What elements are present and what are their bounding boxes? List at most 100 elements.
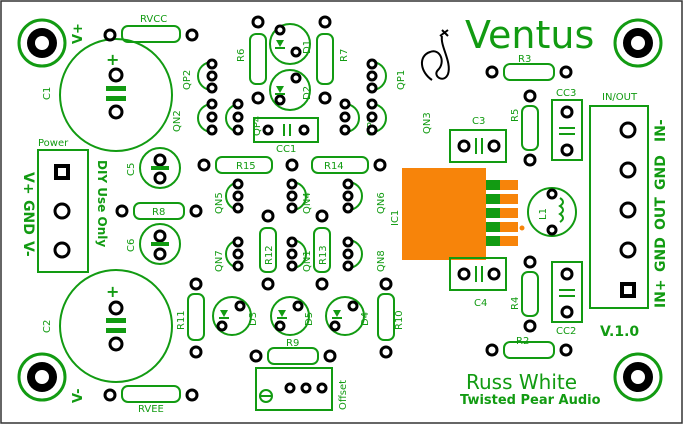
diode-d4: D4 (325, 296, 371, 336)
capacitor-c2: + C2 (42, 269, 173, 383)
company-name: Twisted Pear Audio (460, 393, 601, 408)
power-pin-gnd: GND (20, 200, 36, 235)
capacitor-cc2: CC2 (551, 261, 583, 337)
transistor-qp4: QP4 (225, 98, 263, 136)
svg-text:R7: R7 (339, 49, 350, 62)
svg-text:R4: R4 (510, 297, 521, 310)
capacitor-c6: C6 (126, 223, 181, 265)
board-version: V.1.0 (600, 324, 639, 340)
power-pin-vminus: V- (20, 241, 36, 257)
svg-text:QN4: QN4 (302, 192, 313, 214)
svg-text:R11: R11 (176, 310, 187, 330)
svg-text:QP2: QP2 (182, 70, 193, 90)
resistor-r10: R10 (377, 277, 405, 359)
svg-text:L1: L1 (538, 208, 549, 220)
svg-text:R15: R15 (236, 161, 256, 172)
svg-text:C1: C1 (42, 87, 53, 100)
svg-text:+: + (106, 282, 119, 301)
transistor-qn3: QN3 (366, 98, 433, 136)
svg-text:R3: R3 (518, 54, 531, 65)
svg-text:QN7: QN7 (214, 250, 225, 272)
capacitor-c4: C4 (449, 257, 507, 309)
author-name: Russ White (466, 370, 577, 394)
svg-text:C4: C4 (474, 298, 487, 309)
svg-text:QP4: QP4 (252, 116, 263, 136)
svg-text:Power: Power (38, 138, 69, 149)
capacitor-c5: C5 (126, 147, 181, 189)
diode-d1: D1 (269, 23, 313, 65)
transistor-qn4: QN4 (286, 178, 313, 214)
capacitor-cc1: CC1 (253, 117, 319, 155)
resistor-r6: R6 (236, 15, 267, 105)
transistor-qp2: QP2 (182, 58, 218, 94)
svg-text:QN6: QN6 (376, 192, 387, 214)
vminus-mark: V- (71, 388, 86, 403)
diode-d5: D5 (270, 296, 315, 336)
mounting-hole-bottom-right (613, 352, 663, 402)
inductor-l1: L1 (527, 187, 577, 237)
logo-icon (421, 29, 450, 81)
resistor-r15: R15 (197, 156, 273, 174)
svg-text:R12: R12 (264, 245, 275, 265)
io-pin-gnd-2: GND (653, 237, 669, 272)
diy-use-only: DIY Use Only (95, 160, 109, 247)
diode-d3: D3 (212, 296, 259, 336)
diode-d2: D2 (269, 69, 313, 111)
capacitor-c1: + C1 (42, 38, 173, 152)
board-title: Ventus (465, 13, 594, 57)
svg-text:R8: R8 (152, 207, 165, 218)
offset-trimmer: Offset (255, 367, 349, 411)
svg-text:QN3: QN3 (422, 112, 433, 134)
svg-text:D4: D4 (360, 312, 371, 326)
svg-text:QN1: QN1 (302, 250, 313, 272)
svg-text:RVEE: RVEE (138, 404, 164, 415)
svg-text:C5: C5 (126, 163, 137, 176)
svg-text:QN2: QN2 (172, 110, 183, 132)
transistor-qn5: QN5 (214, 178, 244, 214)
svg-text:QP1: QP1 (396, 70, 407, 90)
svg-text:CC1: CC1 (276, 144, 296, 155)
io-pin-in-plus: IN+ (653, 279, 669, 308)
power-pin-vplus: V+ (20, 172, 36, 195)
resistor-rvcc: RVCC (103, 14, 199, 43)
resistor-r2: R2 (485, 336, 573, 359)
ic1-chip: IC1 (390, 168, 525, 260)
resistor-r14: R14 (285, 156, 387, 174)
io-pin-out: OUT (653, 197, 669, 230)
svg-text:D5: D5 (304, 312, 315, 326)
io-connector: IN/OUT IN- GND OUT GND IN+ (589, 92, 669, 309)
svg-text:D3: D3 (248, 312, 259, 326)
resistor-r8: R8 (115, 202, 203, 220)
svg-text:C2: C2 (42, 320, 53, 333)
resistor-r9: R9 (249, 338, 337, 365)
resistor-r3: R3 (485, 54, 573, 81)
svg-text:CC3: CC3 (556, 88, 576, 99)
transistor-qn6: QN6 (342, 178, 387, 214)
mounting-hole-top-left (17, 18, 67, 68)
svg-text:CC2: CC2 (556, 326, 576, 337)
transistor-qn8: QN8 (342, 236, 387, 272)
svg-text:+: + (106, 50, 119, 69)
resistor-r4: R4 (510, 255, 539, 333)
svg-text:R5: R5 (510, 109, 521, 122)
vplus-mark: V+ (71, 23, 86, 44)
mounting-hole-top-right (613, 18, 663, 68)
resistor-r5: R5 (510, 89, 539, 167)
io-pin-in-minus: IN- (653, 119, 669, 142)
resistor-r13: R13 (313, 209, 331, 291)
svg-text:QN8: QN8 (376, 250, 387, 272)
svg-text:R14: R14 (324, 161, 344, 172)
resistor-r11: R11 (176, 277, 205, 359)
svg-text:R2: R2 (516, 336, 529, 347)
svg-text:Offset: Offset (338, 380, 349, 410)
capacitor-c3: C3 (449, 116, 507, 163)
svg-text:R10: R10 (394, 310, 405, 330)
svg-text:IC1: IC1 (390, 210, 401, 226)
svg-text:D2: D2 (302, 86, 313, 100)
svg-text:QN5: QN5 (214, 192, 225, 214)
svg-text:IN/OUT: IN/OUT (602, 92, 638, 103)
svg-text:R9: R9 (286, 338, 299, 349)
transistor-qp1: QP1 (366, 58, 407, 94)
io-pin-gnd-1: GND (653, 155, 669, 190)
